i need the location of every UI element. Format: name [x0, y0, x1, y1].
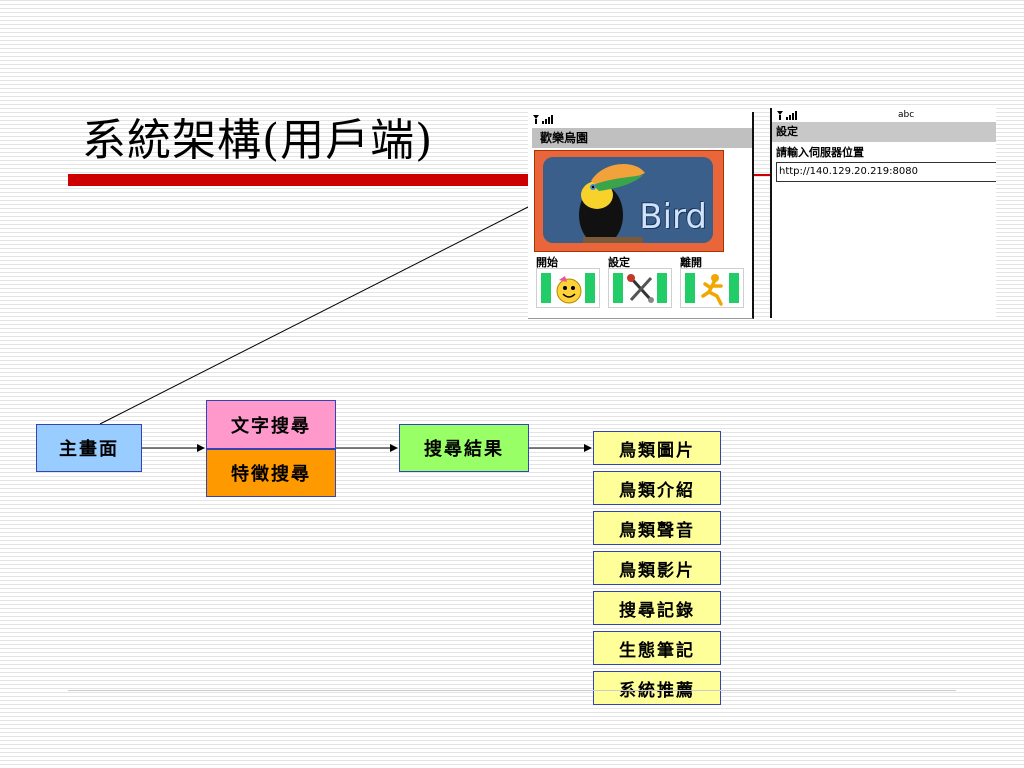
result-item-bird-intro: 鳥類介紹: [593, 471, 721, 505]
bird-banner: Bird: [534, 150, 724, 252]
running-man-icon: [701, 274, 723, 306]
text-search-box: 文字搜尋: [206, 400, 336, 449]
settings-label: 設定: [608, 256, 630, 269]
tools-icon: [627, 274, 654, 303]
search-results-box: 搜尋結果: [399, 424, 529, 472]
server-address-prompt: 請輸入伺服器位置: [776, 146, 864, 159]
signal-strength-icon: [532, 114, 562, 126]
result-item-bird-photos: 鳥類圖片: [593, 431, 721, 465]
server-url-input[interactable]: http://140.129.20.219:8080: [776, 162, 996, 182]
title-underline-extension: [752, 174, 772, 176]
footer-divider: [68, 690, 956, 691]
phone-main-header: 歡樂烏園: [532, 128, 752, 148]
phone-settings-screen: abc 設定 請輸入伺服器位置 http://140.129.20.219:80…: [770, 108, 996, 318]
slide-title: 系統架構(用戶端): [82, 115, 434, 166]
result-item-recommendations: 系統推薦: [593, 671, 721, 705]
signal-strength-icon: [777, 111, 797, 120]
smiley-face-icon: [556, 276, 582, 304]
feature-search-box: 特徵搜尋: [206, 449, 336, 497]
title-underline-bar: [68, 174, 530, 186]
connector-main-to-phone: [99, 205, 531, 425]
bird-banner-text: Bird: [639, 197, 707, 237]
phone-settings-status-bar: abc: [776, 110, 994, 122]
phone-settings-header: 設定: [772, 122, 996, 142]
exit-button[interactable]: [680, 268, 744, 308]
settings-button[interactable]: [608, 268, 672, 308]
result-item-search-history: 搜尋記錄: [593, 591, 721, 625]
result-item-eco-notes: 生態筆記: [593, 631, 721, 665]
exit-label: 離開: [680, 256, 702, 269]
result-item-bird-sounds: 鳥類聲音: [593, 511, 721, 545]
main-screen-box: 主畫面: [36, 424, 142, 472]
toucan-image-icon: [579, 163, 645, 243]
phone-main-button-labels: 開始 設定 離開: [534, 254, 748, 269]
start-button[interactable]: [536, 268, 600, 308]
start-label: 開始: [536, 256, 558, 269]
input-mode-indicator: abc: [898, 110, 915, 120]
phone-main-screen: 歡樂烏園 Bird 開始 設定 離開: [528, 112, 754, 319]
result-item-bird-videos: 鳥類影片: [593, 551, 721, 585]
